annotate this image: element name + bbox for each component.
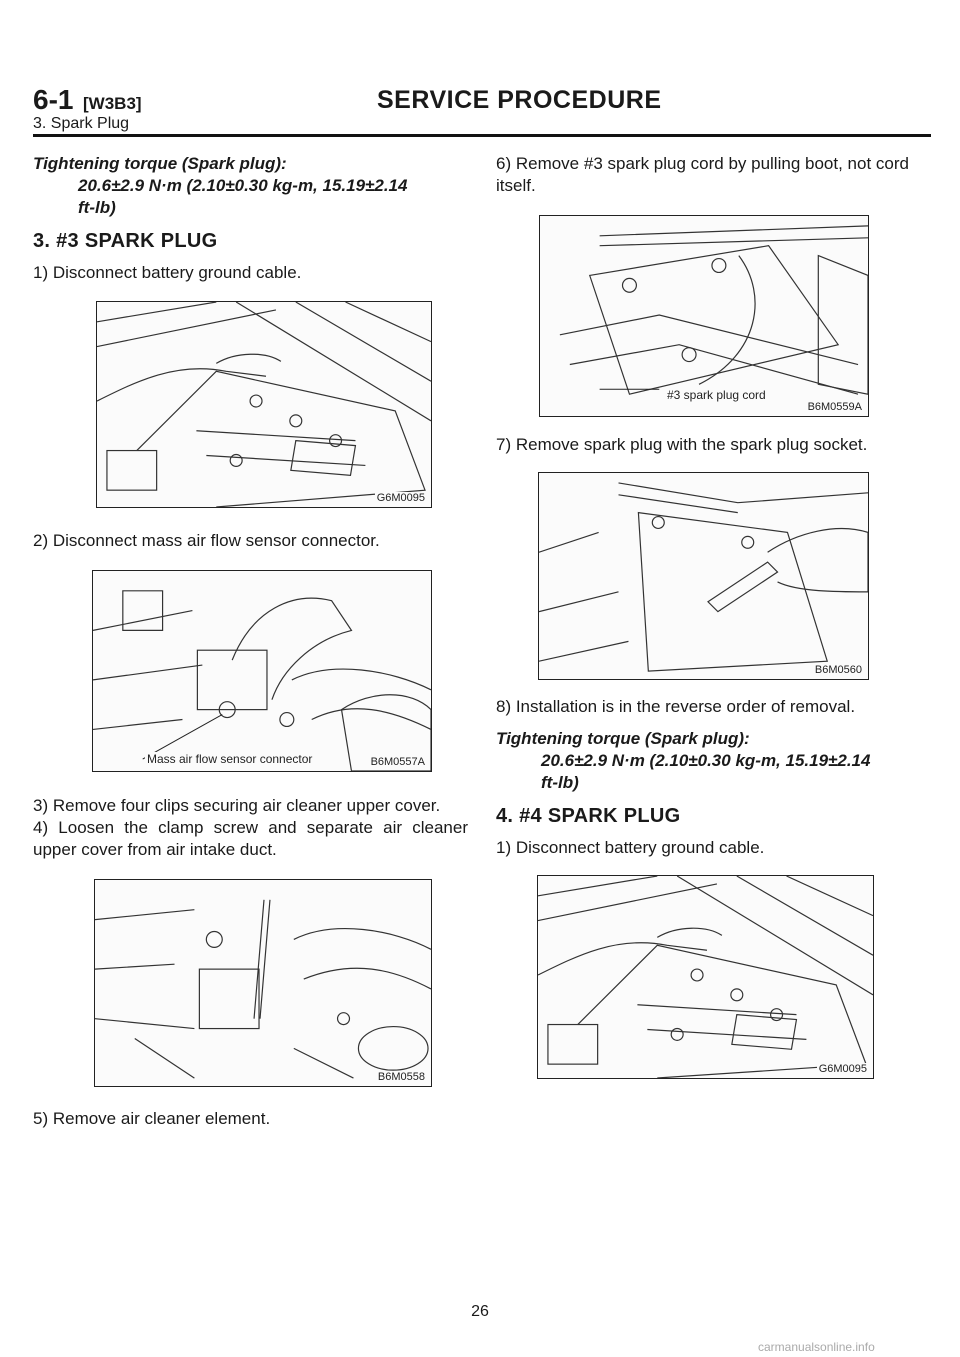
torque-title: Tightening torque (Spark plug): (33, 154, 287, 173)
step-5: 5) Remove air cleaner element. (33, 1109, 271, 1128)
figure-battery-cable: G6M0095 (96, 301, 432, 508)
right-column: 6) Remove #3 spark plug cord by pulling … (496, 153, 931, 1079)
figure-air-cleaner: B6M0558 (94, 879, 432, 1087)
figure-code: B6M0557A (368, 756, 427, 768)
page-number: 26 (471, 1303, 489, 1320)
figure-code: G6M0095 (816, 1063, 869, 1075)
figure-label: #3 spark plug cord (665, 388, 768, 402)
step-1: 1) Disconnect battery ground cable. (496, 838, 765, 857)
left-column: Tightening torque (Spark plug): 20.6±2.9… (33, 153, 468, 1130)
section-number: 6-1 (33, 84, 74, 115)
header-rule (33, 134, 931, 137)
figure-spark-plug-cord: #3 spark plug cord B6M0559A (539, 215, 869, 417)
step-2: 2) Disconnect mass air flow sensor conne… (33, 531, 380, 550)
figure-code: B6M0560 (812, 664, 864, 676)
watermark[interactable]: carmanualsonline.info (758, 1340, 875, 1354)
step-8: 8) Installation is in the reverse order … (496, 697, 856, 716)
section-heading: 3. #3 SPARK PLUG (33, 230, 218, 252)
figure-spark-plug-socket: B6M0560 (538, 472, 869, 680)
step-3: 3) Remove four clips securing air cleane… (33, 796, 441, 815)
figure-label: Mass air flow sensor connector (145, 752, 315, 766)
section-code: [W3B3] (83, 94, 142, 113)
torque-value-cont: ft-lb) (78, 198, 116, 217)
torque-value: 20.6±2.9 N·m (2.10±0.30 kg-m, 15.19±2.14 (78, 176, 408, 195)
step-1: 1) Disconnect battery ground cable. (33, 263, 302, 282)
torque-value: 20.6±2.9 N·m (2.10±0.30 kg-m, 15.19±2.14 (541, 751, 871, 770)
figure-code: B6M0559A (805, 401, 864, 413)
step-6: 6) Remove #3 spark plug cord by pulling … (496, 154, 909, 195)
battery-illustration (538, 876, 873, 1078)
section-heading: 4. #4 SPARK PLUG (496, 805, 681, 827)
maf-illustration (93, 590, 431, 771)
figure-code: G6M0095 (374, 492, 427, 504)
step-4: 4) Loosen the clamp screw and separate a… (33, 818, 468, 859)
page-header: 6-1 [W3B3] SERVICE PROCEDURE 3. Spark Pl… (33, 86, 931, 138)
step-7: 7) Remove spark plug with the spark plug… (496, 435, 868, 454)
battery-illustration (97, 302, 431, 507)
header-title: SERVICE PROCEDURE (377, 86, 662, 114)
torque-value-cont: ft-lb) (541, 773, 579, 792)
figure-battery-cable-2: G6M0095 (537, 875, 874, 1079)
spark-plug-cord-illustration (559, 225, 868, 395)
spark-plug-socket-illustration (539, 482, 868, 672)
air-cleaner-illustration (95, 899, 431, 1079)
torque-title: Tightening torque (Spark plug): (496, 729, 750, 748)
header-subtitle: 3. Spark Plug (33, 115, 130, 132)
figure-maf-connector: Mass air flow sensor connector B6M0557A (92, 570, 432, 772)
figure-code: B6M0558 (375, 1071, 427, 1083)
